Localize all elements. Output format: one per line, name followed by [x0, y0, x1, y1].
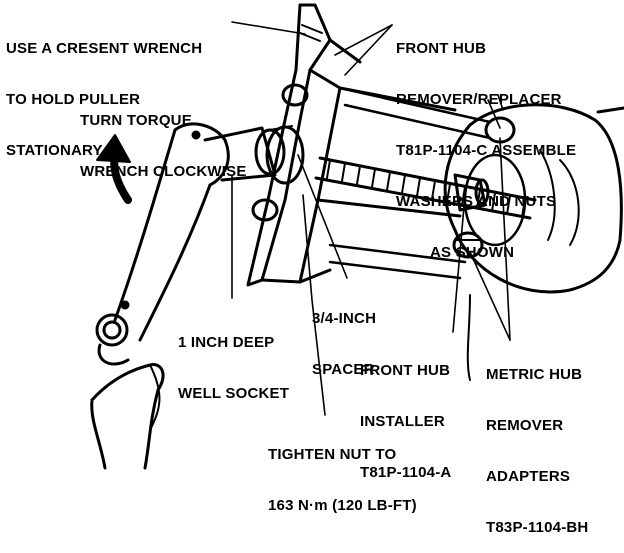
adapter-drawing: [328, 86, 516, 280]
plate-nuts-drawing: [251, 24, 323, 222]
socket-drawing: [203, 125, 305, 185]
label-front-hub-remover: FRONT HUB REMOVER/REPLACER T81P-1104-C A…: [396, 40, 577, 261]
leader-lines: [231, 21, 511, 416]
diagram-canvas: USE A CRESENT WRENCH TO HOLD PULLER STAT…: [6, 3, 624, 536]
torque-wrench-drawing: [95, 122, 230, 366]
illustration: [90, 3, 624, 470]
hand-drawing: [90, 363, 165, 470]
label-deep-well-socket: 1 INCH DEEP WELL SOCKET: [178, 334, 290, 402]
label-tighten-nut: TIGHTEN NUT TO 163 N·m (120 LB-FT): [268, 446, 417, 514]
label-crescent-wrench: USE A CRESENT WRENCH TO HOLD PULLER STAT…: [6, 40, 203, 159]
threaded-rod-drawing: [314, 156, 537, 220]
label-turn-torque-wrench: TURN TORQUE WRENCH CLOCKWISE: [80, 112, 247, 180]
label-spacer: 3/4-INCH SPACER: [312, 310, 377, 378]
installer-drawing: [453, 173, 490, 212]
label-metric-hub-adapters: METRIC HUB REMOVER ADAPTERS T83P-1104-BH: [486, 366, 589, 536]
clockwise-arrow-icon: [96, 134, 132, 204]
